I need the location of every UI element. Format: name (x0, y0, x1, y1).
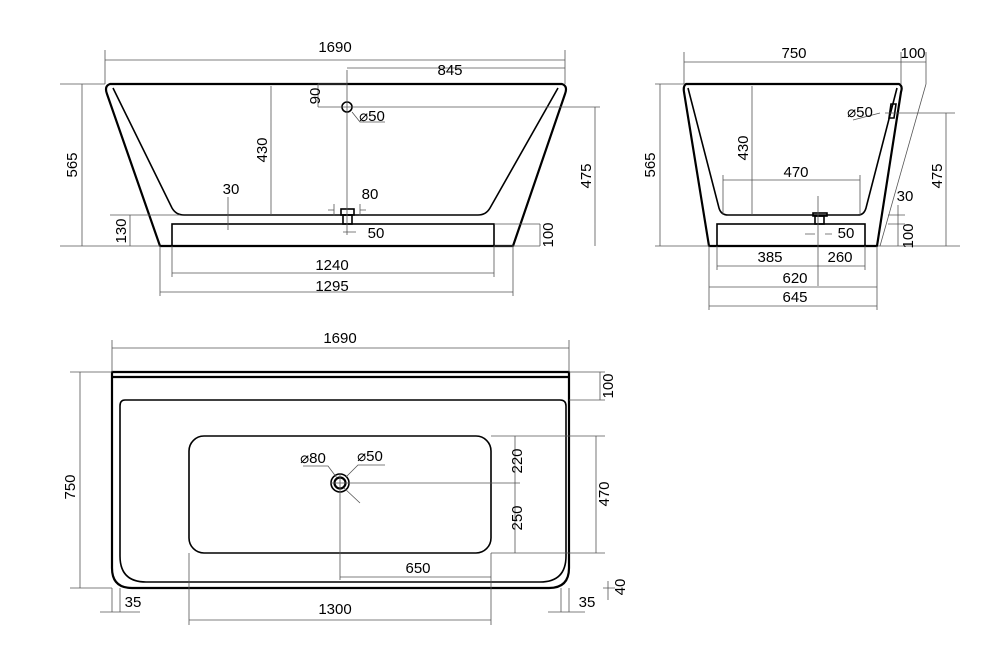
plan-floor-width-label: 470 (596, 481, 613, 506)
side-floor-width-label: 470 (783, 164, 808, 181)
side-inner-basin (687, 87, 898, 216)
side-plinth-width-label: 620 (782, 270, 807, 287)
plan-width-label: 750 (62, 474, 79, 499)
front-plinth-length-label: 1240 (315, 257, 348, 274)
plan-inner-edge (119, 399, 567, 583)
front-outer-shell (104, 82, 568, 248)
front-half-length-label: 845 (437, 62, 462, 79)
plan-overflow-diameter-label: ⌀50 (357, 448, 383, 465)
side-height-label: 565 (642, 152, 659, 177)
front-clearance-label: 130 (113, 218, 130, 243)
side-depth-label: 430 (735, 135, 752, 160)
front-overflow-diameter-label: ⌀50 (359, 108, 385, 125)
front-gap-label: 30 (223, 181, 240, 198)
side-plinth-height-label: 100 (900, 223, 917, 248)
side-view: 750 100 ⌀50 430 470 565 475 30 50 100 38… (642, 45, 960, 310)
plan-wall-right-label: 35 (579, 594, 596, 611)
front-view: 1690 845 90 ⌀50 430 475 565 130 30 80 50… (60, 39, 600, 296)
side-plinth (716, 223, 866, 247)
plan-bottom-wall-label: 40 (612, 579, 629, 596)
front-drain-outer-label: 80 (362, 186, 379, 203)
plan-outer-rim (110, 370, 571, 590)
front-length-label: 1690 (318, 39, 351, 56)
side-width-label: 750 (781, 45, 806, 62)
front-base-length-label: 1295 (315, 278, 348, 295)
plan-drain-diameter-label: ⌀80 (300, 450, 326, 467)
side-drain-pipe-label: 50 (838, 225, 855, 242)
front-inner-basin (112, 87, 559, 216)
plan-dim-lines (70, 340, 615, 625)
front-depth-label: 430 (254, 137, 271, 162)
front-drain-pipe (342, 214, 353, 225)
plan-length-label: 1690 (323, 330, 356, 347)
plan-drain-top-label: 220 (509, 448, 526, 473)
side-base-width-label: 645 (782, 289, 807, 306)
front-dim-lines (60, 50, 600, 296)
plan-drain-offset-label: 650 (405, 560, 430, 577)
side-drain-pipe (814, 215, 825, 225)
side-overflow-diameter-label: ⌀50 (847, 104, 873, 121)
side-dim-lines (655, 52, 960, 310)
plan-wall-left-label: 35 (125, 594, 142, 611)
side-overflow-height-label: 475 (929, 163, 946, 188)
plan-view: 1690 750 100 ⌀80 ⌀50 220 250 470 650 130… (62, 330, 629, 625)
front-drain (340, 208, 355, 216)
plan-floor-length-label: 1300 (318, 601, 351, 618)
front-plinth-height-label: 100 (540, 222, 557, 247)
front-plinth (171, 223, 495, 247)
front-overflow-height-label: 475 (578, 163, 595, 188)
front-drain-pipe-label: 50 (368, 225, 385, 242)
side-drain-right-label: 260 (827, 249, 852, 266)
side-drain-left-label: 385 (757, 249, 782, 266)
plan-rim-width-label: 100 (600, 373, 617, 398)
front-overflow-offset-label: 90 (307, 88, 324, 105)
side-gap-label: 30 (897, 188, 914, 205)
side-slope-label: 100 (900, 45, 925, 62)
front-height-label: 565 (64, 152, 81, 177)
plan-drain-bottom-label: 250 (509, 505, 526, 530)
